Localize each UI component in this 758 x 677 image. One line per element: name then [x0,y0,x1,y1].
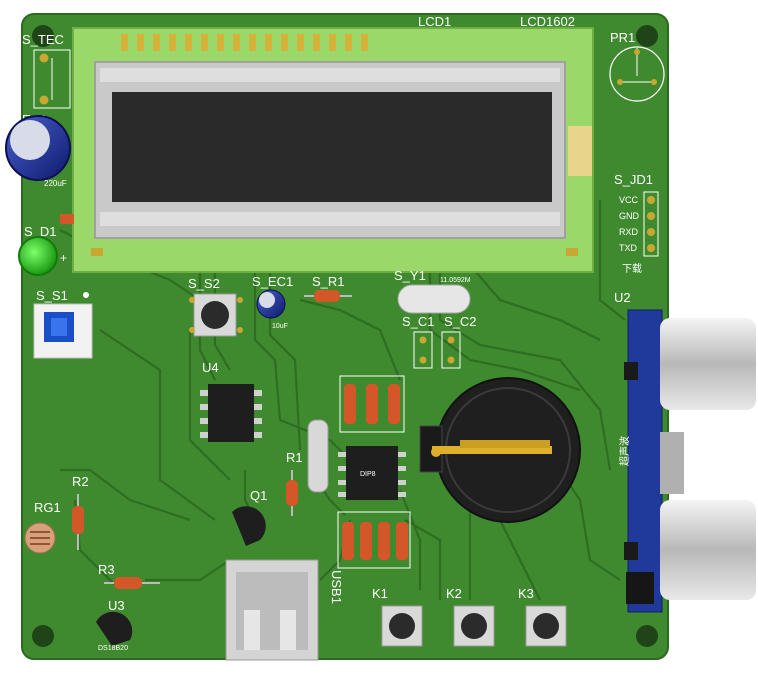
button-k1[interactable]: K1 [372,586,423,647]
download-label: 下载 [622,263,642,275]
pin-vcc: VCC [619,195,639,205]
transistor-q1: Q1 [232,488,267,546]
resistor-r2: R2 [72,474,89,550]
crystal-s-y1: S_Y1 11.0592M [394,268,471,314]
pin-gnd: GND [619,211,640,221]
pin-rxd: RXD [619,227,639,237]
s-ec1-value: 10uF [272,323,288,330]
usb1-label: USB1 [329,570,344,604]
s-s2-label: S_S2 [188,276,220,291]
ultrasonic-label: 超声波 [618,436,631,466]
lcd-model-label: LCD1602 [520,14,575,29]
switch-s-s1[interactable]: S_S1 [33,288,93,359]
s-d1-label: S_D1 [24,224,57,239]
s-y1-value: 11.0592M [440,277,471,284]
s-tec-label: S_TEC [22,32,64,47]
capacitor-s-c2: S_C2 [441,314,477,369]
ic-u4: U4 [200,360,262,442]
r3-label: R3 [98,562,115,577]
q1-label: Q1 [250,488,267,503]
ultrasonic-sensor-u2: U2 超声波 [614,290,756,613]
lcd1602-module: LCD1 LCD1602 [72,14,594,273]
capacitor-ec1: EC1 220uF [5,112,71,188]
resistor-r1: R1 [286,450,303,516]
mcu-chip-label: DIP8 [360,471,376,478]
u2-label: U2 [614,290,631,305]
resistor-array-top [339,375,405,433]
lcd-screen [112,92,552,202]
ec1-value: 220uF [44,179,67,188]
s-c1-label: S_C1 [402,314,435,329]
k3-label: K3 [518,586,534,601]
capacitor-s-c1: S_C1 [402,314,435,369]
battery-holder [419,377,581,523]
led-s-d1: S_D1 + [18,214,74,276]
s-jd1-label: S_JD1 [614,172,653,187]
resistor-r3: R3 [98,562,160,589]
k2-label: K2 [446,586,462,601]
r1-label: R1 [286,450,303,465]
potentiometer-pr1[interactable]: PR1 [609,30,665,102]
lcd-ref-label: LCD1 [418,14,451,29]
pr1-label: PR1 [610,30,635,45]
resistor-array-bottom [337,511,411,569]
k1-label: K1 [372,586,388,601]
s-s1-label: S_S1 [36,288,68,303]
button-s-s2[interactable]: S_S2 [188,276,243,337]
s-y1-label: S_Y1 [394,268,426,283]
mcu-chip: DIP8 [338,446,406,500]
usb-connector-usb1: USB1 [225,559,344,661]
capacitor-s-ec1: S_EC1 10uF [252,274,293,330]
resistor-s-r1: S_R1 [304,274,352,302]
s-r1-label: S_R1 [312,274,345,289]
mounting-holes [32,25,658,647]
svg-text:+: + [60,251,67,265]
u3-label: U3 [108,598,125,613]
pin-txd: TXD [619,243,638,253]
s-c2-label: S_C2 [444,314,477,329]
lcd-header-pins [121,34,368,51]
tilt-switch-s-tec: S_TEC [22,32,71,109]
photoresistor-rg1: RG1 [24,500,61,554]
u4-label: U4 [202,360,219,375]
temperature-sensor-u3: U3 DS18B20 [96,598,133,652]
s-ec1-label: S_EC1 [252,274,293,289]
r2-label: R2 [72,474,89,489]
lcd-backlight-tab [568,126,592,176]
button-k3[interactable]: K3 [518,586,567,647]
serial-header-s-jd1: S_JD1 VCC GND RXD TXD 下载 [614,172,659,275]
button-k2[interactable]: K2 [446,586,495,647]
rg1-label: RG1 [34,500,61,515]
u3-model: DS18B20 [98,645,128,652]
crystal-small [307,419,329,493]
